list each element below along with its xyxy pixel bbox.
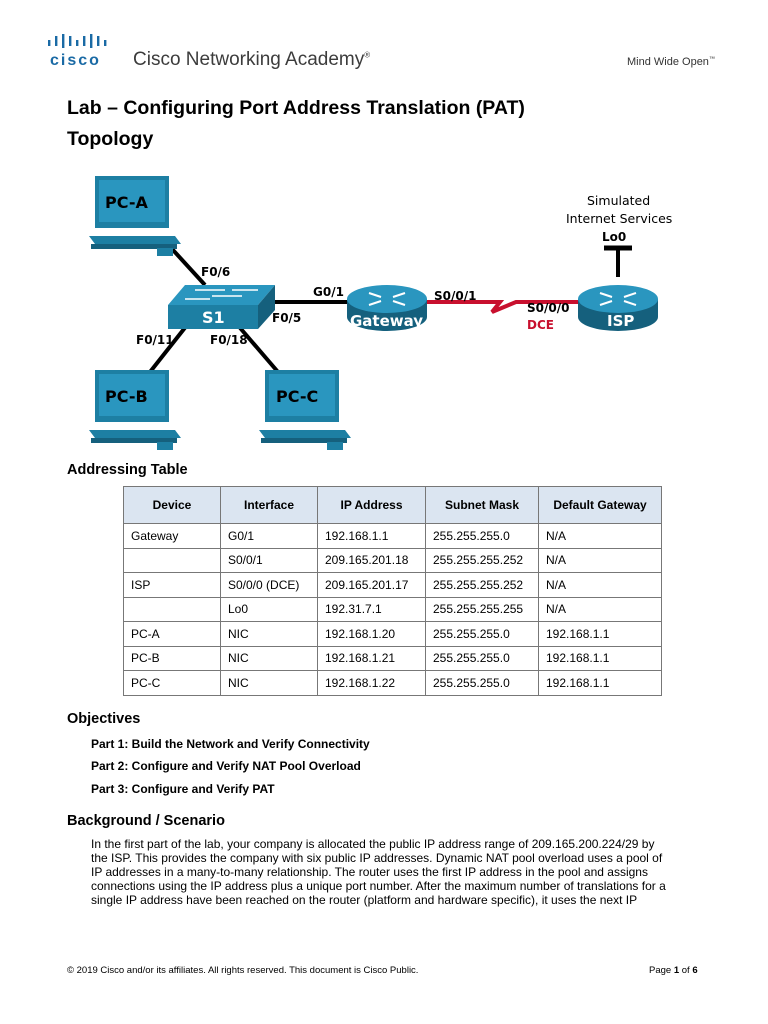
isp-label: ISP xyxy=(607,312,634,330)
addressing-heading: Addressing Table xyxy=(67,462,188,478)
table-row: Lo0 192.31.7.1 255.255.255.255 N/A xyxy=(123,596,662,622)
page-title: Lab – Configuring Port Address Translati… xyxy=(67,97,525,119)
table-cell: 192.31.7.1 xyxy=(317,596,426,622)
table-cell: NIC xyxy=(220,621,318,647)
dce-label: DCE xyxy=(527,318,554,332)
table-row: PC-A NIC 192.168.1.20 255.255.255.0 192.… xyxy=(123,621,662,647)
internet-label-line1: Simulated xyxy=(587,193,650,208)
addressing-table: Device Interface IP Address Subnet Mask … xyxy=(123,486,662,696)
footer-copyright: © 2019 Cisco and/or its affiliates. All … xyxy=(67,965,419,976)
table-cell: ISP xyxy=(123,572,221,598)
table-cell: NIC xyxy=(220,645,318,671)
port-label: S0/0/1 xyxy=(434,289,476,303)
table-cell: G0/1 xyxy=(220,523,318,549)
pc-b-label: PC-B xyxy=(105,387,148,406)
topology-diagram: PC-A PC-B PC-C S1 Gateway ISP F0/6 F0/11… xyxy=(89,176,672,450)
cisco-logo-icon xyxy=(48,34,107,48)
table-cell: 209.165.201.18 xyxy=(317,547,426,573)
table-cell: PC-C xyxy=(123,670,221,696)
pc-c-icon xyxy=(259,370,351,450)
table-cell: PC-B xyxy=(123,645,221,671)
pc-a-label: PC-A xyxy=(105,193,148,212)
column-header: Default Gateway xyxy=(538,486,662,524)
background-heading: Background / Scenario xyxy=(67,813,225,829)
column-header: Device xyxy=(123,486,221,524)
port-label: F0/18 xyxy=(210,333,248,347)
pc-b-icon xyxy=(89,370,181,450)
objective-item: Part 1: Build the Network and Verify Con… xyxy=(91,737,370,751)
table-cell: 192.168.1.1 xyxy=(538,621,662,647)
port-label: F0/6 xyxy=(201,265,230,279)
table-cell: N/A xyxy=(538,596,662,622)
table-cell: Gateway xyxy=(123,523,221,549)
table-cell: 192.168.1.1 xyxy=(538,645,662,671)
switch-label: S1 xyxy=(202,308,225,327)
tagline: Mind Wide Open™ xyxy=(627,56,715,68)
gateway-label: Gateway xyxy=(350,312,423,330)
paragraph-line: connections using the IP address plus a … xyxy=(91,879,666,893)
table-row: Gateway G0/1 192.168.1.1 255.255.255.0 N… xyxy=(123,523,662,549)
switch-icon xyxy=(168,285,275,329)
topology-heading: Topology xyxy=(67,128,154,150)
objectives-heading: Objectives xyxy=(67,711,141,727)
paragraph-line: In the first part of the lab, your compa… xyxy=(91,837,655,851)
table-cell: Lo0 xyxy=(220,596,318,622)
table-cell: NIC xyxy=(220,670,318,696)
table-cell: 192.168.1.1 xyxy=(538,670,662,696)
table-cell xyxy=(123,596,221,622)
table-cell: 192.168.1.1 xyxy=(317,523,426,549)
table-cell: S0/0/0 (DCE) xyxy=(220,572,318,598)
table-row: PC-B NIC 192.168.1.21 255.255.255.0 192.… xyxy=(123,645,662,671)
table-cell: PC-A xyxy=(123,621,221,647)
objective-item: Part 3: Configure and Verify PAT xyxy=(91,782,275,796)
cisco-wordmark: cisco xyxy=(50,52,101,69)
table-cell: 255.255.255.0 xyxy=(425,621,539,647)
table-cell: 192.168.1.21 xyxy=(317,645,426,671)
table-cell: 255.255.255.0 xyxy=(425,523,539,549)
column-header: Interface xyxy=(220,486,318,524)
table-cell: N/A xyxy=(538,547,662,573)
table-cell: 192.168.1.20 xyxy=(317,621,426,647)
table-cell xyxy=(123,547,221,573)
background-paragraph: In the first part of the lab, your compa… xyxy=(91,837,711,907)
page-header: cisco Cisco Networking Academy® Mind Wid… xyxy=(0,0,768,88)
paragraph-line: single IP address have been reached on t… xyxy=(91,893,638,907)
paragraph-line: IP addresses in a many-to-many relations… xyxy=(91,865,648,879)
port-label: F0/11 xyxy=(136,333,174,347)
pc-a-icon xyxy=(89,176,181,256)
table-cell: 209.165.201.17 xyxy=(317,572,426,598)
table-cell: 255.255.255.0 xyxy=(425,645,539,671)
port-label: F0/5 xyxy=(272,311,301,325)
table-cell: 255.255.255.252 xyxy=(425,572,539,598)
port-label: S0/0/0 xyxy=(527,301,569,315)
objective-item: Part 2: Configure and Verify NAT Pool Ov… xyxy=(91,759,361,773)
table-cell: 192.168.1.22 xyxy=(317,670,426,696)
table-cell: N/A xyxy=(538,523,662,549)
table-cell: 255.255.255.255 xyxy=(425,596,539,622)
column-header: IP Address xyxy=(317,486,426,524)
port-label: G0/1 xyxy=(313,285,344,299)
table-cell: S0/0/1 xyxy=(220,547,318,573)
table-row: S0/0/1 209.165.201.18 255.255.255.252 N/… xyxy=(123,547,662,573)
table-row: ISP S0/0/0 (DCE) 209.165.201.17 255.255.… xyxy=(123,572,662,598)
table-row: PC-C NIC 192.168.1.22 255.255.255.0 192.… xyxy=(123,670,662,696)
serial-link xyxy=(425,300,578,314)
page-number: Page 1 of 6 xyxy=(649,965,698,976)
table-cell: N/A xyxy=(538,572,662,598)
internet-label-line2: Internet Services xyxy=(566,211,672,226)
academy-title: Cisco Networking Academy® xyxy=(133,49,371,70)
column-header: Subnet Mask xyxy=(425,486,539,524)
port-label: Lo0 xyxy=(602,230,626,244)
paragraph-line: the ISP. This provides the company with … xyxy=(91,851,663,865)
pc-c-label: PC-C xyxy=(276,387,318,406)
table-cell: 255.255.255.252 xyxy=(425,547,539,573)
table-cell: 255.255.255.0 xyxy=(425,670,539,696)
